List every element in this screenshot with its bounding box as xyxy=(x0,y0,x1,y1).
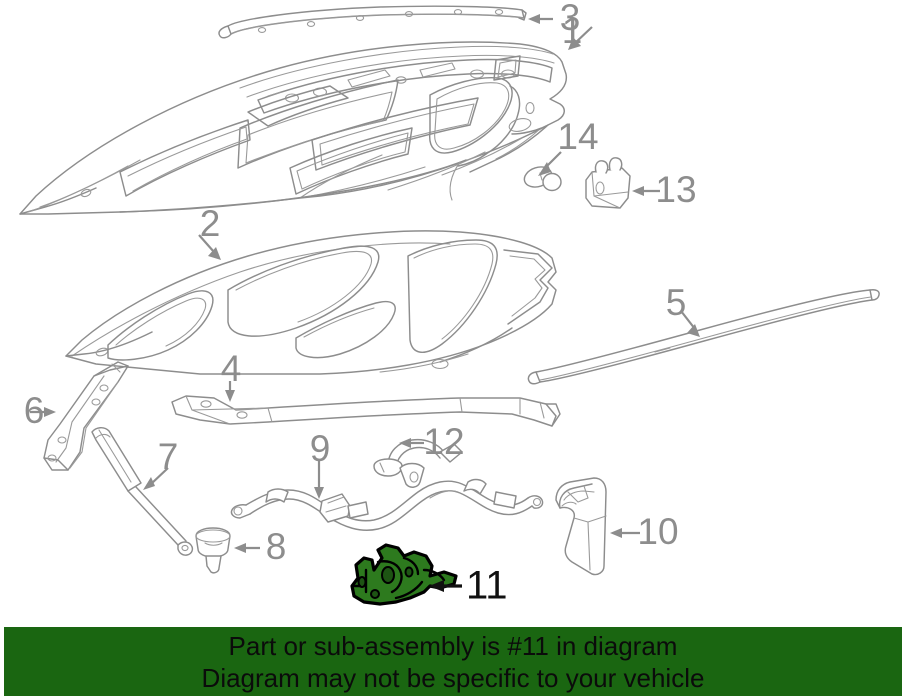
callout-9: 9 xyxy=(310,428,331,499)
part-12-cable-end-connector xyxy=(373,438,463,488)
part-11-hood-latch-highlighted xyxy=(350,543,458,606)
callout-7-label: 7 xyxy=(158,436,179,477)
part-9-release-cable xyxy=(230,478,544,531)
callout-4-label: 4 xyxy=(221,348,242,389)
callout-8-label: 8 xyxy=(266,526,287,567)
part-1-hood-outer-panel xyxy=(19,41,568,215)
part-3-weatherstrip-seal xyxy=(218,5,527,39)
callout-5-label: 5 xyxy=(666,282,687,323)
part-2-hood-inner-panel xyxy=(65,230,557,375)
callout-1-label: 1 xyxy=(562,10,583,51)
callout-2-label: 2 xyxy=(200,203,221,244)
callout-8: 8 xyxy=(234,526,286,567)
callout-2: 2 xyxy=(198,203,221,260)
callout-3: 3 xyxy=(528,0,580,38)
part-14-grommet-plug xyxy=(523,166,562,192)
callout-12-label: 12 xyxy=(423,421,464,462)
notice-banner: Part or sub-assembly is #11 in diagram D… xyxy=(4,627,902,696)
callout-9-label: 9 xyxy=(310,428,331,469)
part-8-bumper-stop xyxy=(195,527,231,574)
part-5-molding-strip xyxy=(527,289,880,385)
callout-13-label: 13 xyxy=(655,169,696,210)
callout-11: 11 xyxy=(429,564,508,608)
callout-12: 12 xyxy=(399,421,465,462)
part-13-switch-bracket xyxy=(585,157,631,209)
part-6-hood-hinge xyxy=(43,361,129,471)
callout-14: 14 xyxy=(538,116,599,176)
callout-6: 6 xyxy=(24,390,56,431)
callout-13: 13 xyxy=(632,169,697,210)
part-10-release-handle xyxy=(555,477,607,576)
part-4-hood-support-bar xyxy=(171,395,561,427)
callout-1: 1 xyxy=(562,10,593,51)
callout-14-label: 14 xyxy=(557,116,598,157)
callout-10: 10 xyxy=(610,511,679,552)
callout-3-label: 3 xyxy=(560,0,581,38)
notice-line-2: Diagram may not be specific to your vehi… xyxy=(201,662,705,693)
callout-6-label: 6 xyxy=(24,390,45,431)
callout-11-label: 11 xyxy=(466,564,508,608)
callout-4: 4 xyxy=(221,348,242,402)
notice-line-1: Part or sub-assembly is #11 in diagram xyxy=(228,630,678,661)
part-7-lift-support-strut xyxy=(91,427,194,556)
callout-5: 5 xyxy=(666,282,700,337)
callout-7: 7 xyxy=(143,436,178,490)
callout-10-label: 10 xyxy=(637,511,678,552)
